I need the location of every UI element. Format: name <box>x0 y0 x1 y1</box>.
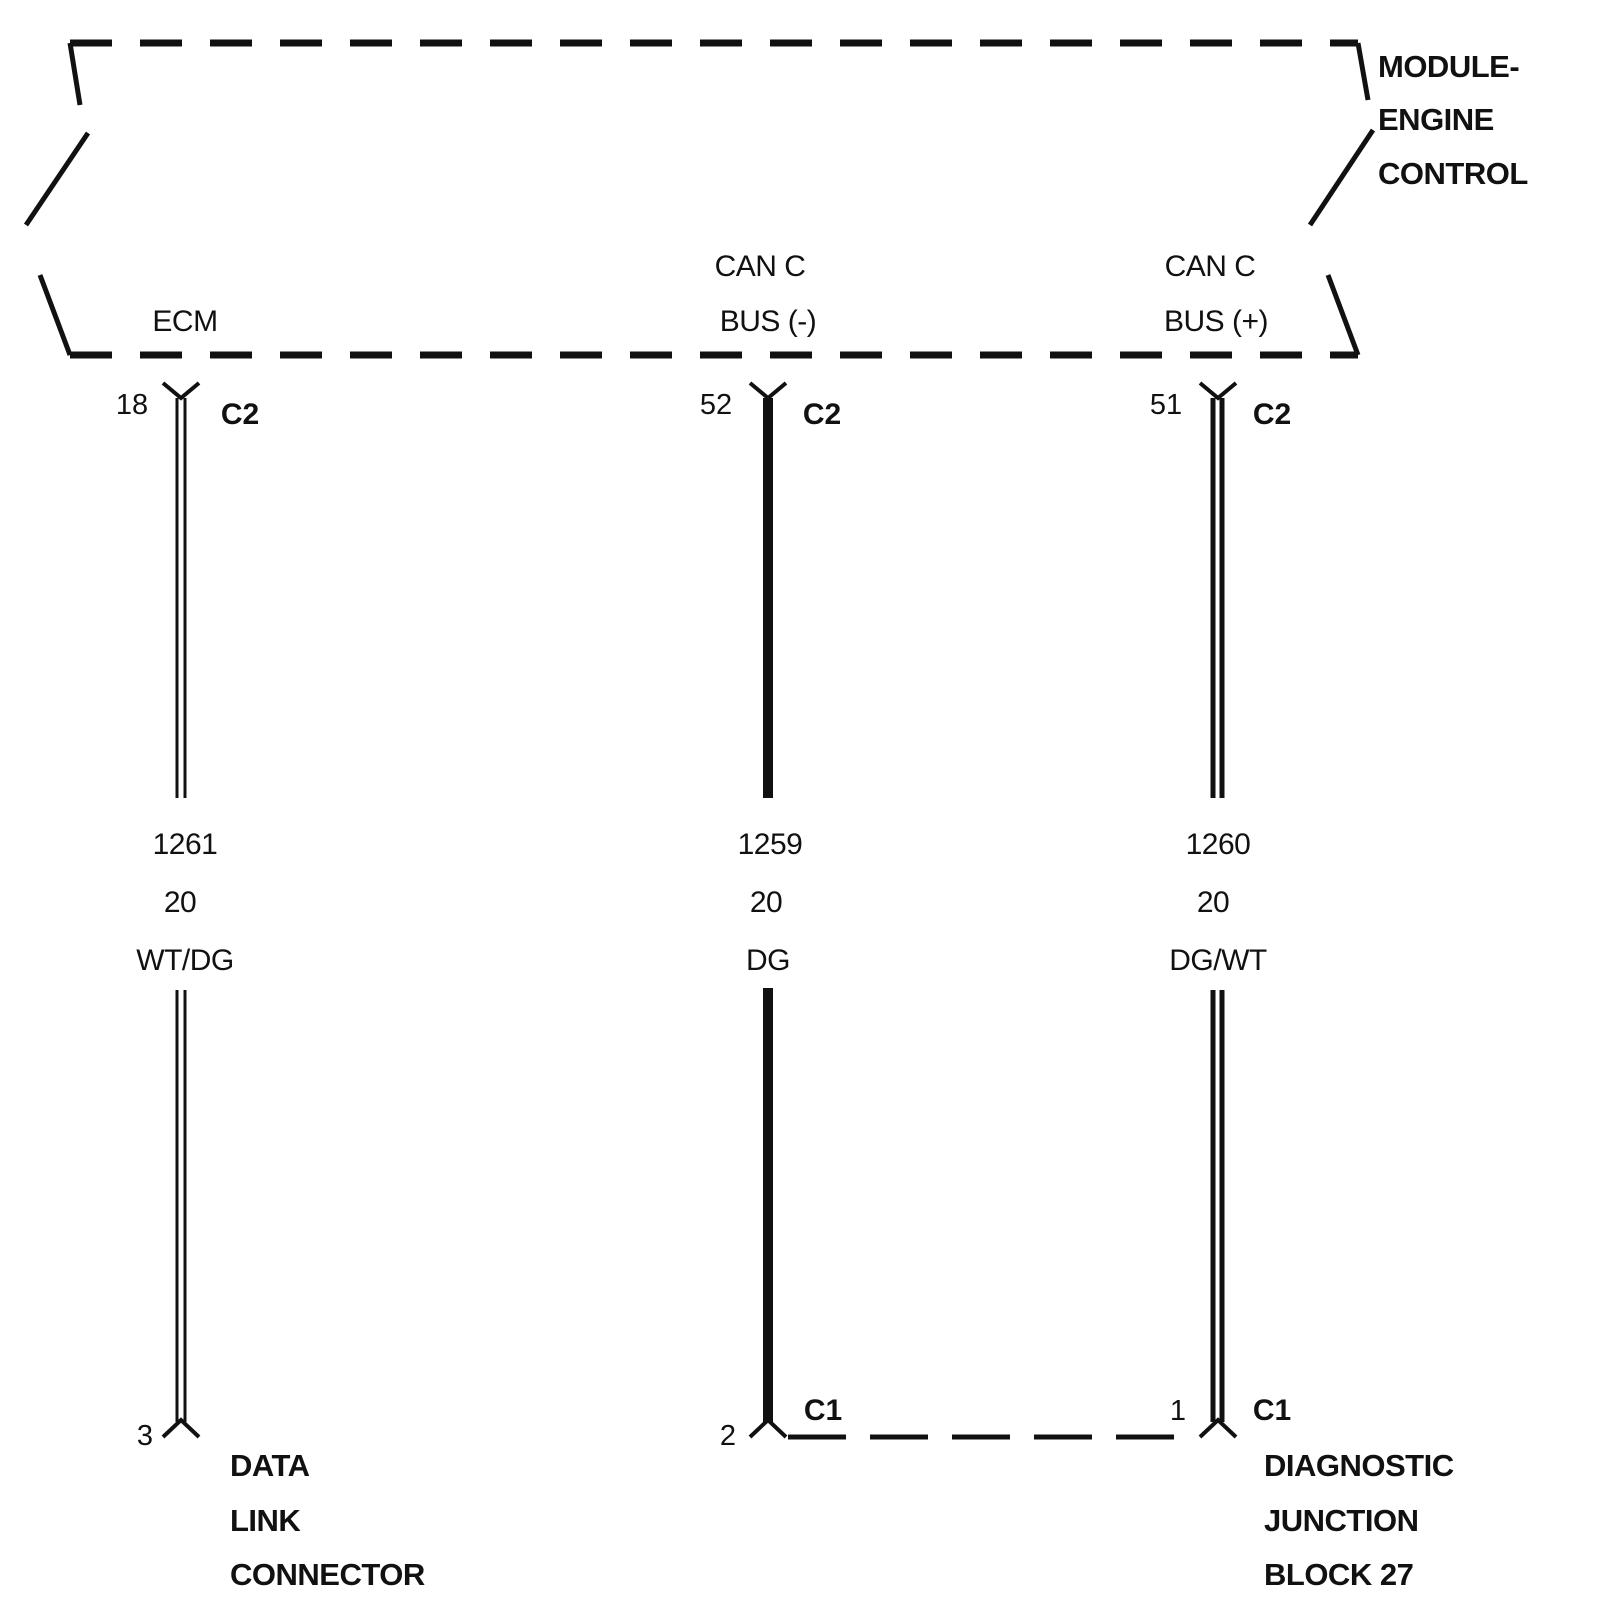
module-name-line: CONTROL <box>1378 156 1528 191</box>
pin-number: 52 <box>700 389 732 421</box>
pin-number: 2 <box>720 1420 736 1452</box>
wire-gauge: 20 <box>1197 886 1229 919</box>
wire-gauge: 20 <box>750 886 782 919</box>
circuit-1260 <box>1198 381 1238 1439</box>
connector-id: C1 <box>804 1394 842 1427</box>
wire-gauge: 20 <box>164 886 196 919</box>
wire-color: DG/WT <box>1169 944 1267 977</box>
connector-female-symbol <box>748 381 788 401</box>
destination-name-line: CONNECTOR <box>230 1557 425 1592</box>
connector-id: C2 <box>221 398 259 431</box>
connector-male-symbol <box>161 1417 201 1439</box>
circuit-number: 1261 <box>153 828 218 861</box>
module-name-line: MODULE- <box>1378 49 1519 84</box>
destination-name-line: LINK <box>230 1503 301 1538</box>
connector-id: C1 <box>1253 1394 1291 1427</box>
enclosure-left-break-lower <box>37 274 73 356</box>
destination-name-line: JUNCTION <box>1264 1503 1418 1538</box>
connector-female-symbol <box>1198 381 1238 401</box>
terminal-label-can-plus: CAN C <box>1165 250 1256 283</box>
connector-female-symbol <box>161 381 201 401</box>
connector-id: C2 <box>803 398 841 431</box>
pin-number: 18 <box>116 389 148 421</box>
destination-data-link-connector: DATA LINK CONNECTOR <box>230 1448 425 1592</box>
terminal-label-can-minus: CAN C <box>715 250 806 283</box>
circuit-1259 <box>748 381 788 1439</box>
terminal-label-can-minus: BUS (-) <box>720 305 817 338</box>
enclosure-right-break-upper <box>1355 42 1371 101</box>
circuit-number: 1259 <box>738 828 803 861</box>
enclosure-left-break-upper <box>67 42 83 106</box>
connector-id: C2 <box>1253 398 1291 431</box>
circuit-1261 <box>161 381 201 1439</box>
enclosure-right-break-slash <box>1307 128 1376 227</box>
connector-male-symbol <box>1198 1417 1238 1439</box>
destination-diagnostic-junction-block: DIAGNOSTIC JUNCTION BLOCK 27 <box>1264 1448 1454 1592</box>
terminal-label-can-plus: BUS (+) <box>1164 305 1268 338</box>
module-name: MODULE- ENGINE CONTROL <box>1378 49 1528 191</box>
wire-color: DG <box>746 944 790 977</box>
destination-name-line: DIAGNOSTIC <box>1264 1448 1454 1483</box>
enclosure-left-break-slash <box>23 131 91 227</box>
pin-number: 1 <box>1170 1395 1186 1427</box>
destination-name-line: DATA <box>230 1448 310 1483</box>
pin-number: 51 <box>1150 389 1182 421</box>
module-enclosure <box>23 39 1376 359</box>
destination-name-line: BLOCK 27 <box>1264 1557 1413 1592</box>
pin-number: 3 <box>137 1420 153 1452</box>
terminal-label-ecm: ECM <box>152 305 217 338</box>
wire-double <box>175 398 187 1422</box>
wire-double <box>1210 398 1225 1422</box>
circuit-number: 1260 <box>1186 828 1251 861</box>
module-name-line: ENGINE <box>1378 102 1494 137</box>
connector-male-symbol <box>748 1417 788 1439</box>
enclosure-right-break-lower <box>1325 274 1361 356</box>
terminal-labels: ECM CAN C BUS (-) CAN C BUS (+) <box>152 250 1268 338</box>
wire-color: WT/DG <box>136 944 233 977</box>
